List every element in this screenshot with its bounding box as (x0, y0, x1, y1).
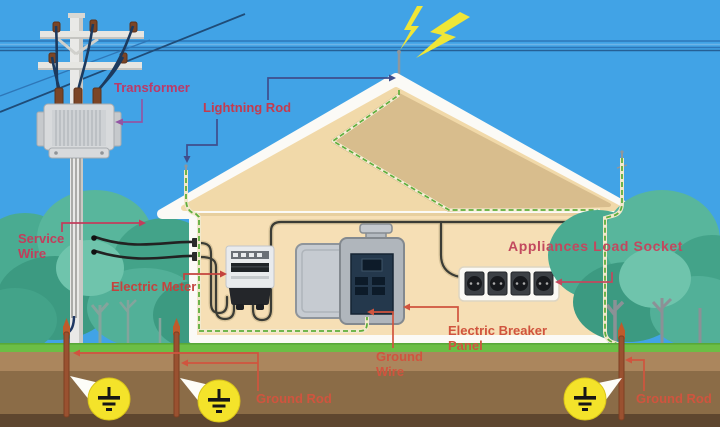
electric-breaker-panel-label: Electric Breaker Panel (448, 323, 548, 354)
power-lines (0, 13, 720, 113)
power-socket-icon (464, 271, 554, 296)
ground-rod-1 (63, 318, 70, 418)
electric-meter-device (225, 245, 275, 310)
lightning-rod-label: Lightning Rod (203, 100, 292, 115)
electric-meter-pointer-line (183, 270, 227, 280)
appliances-socket-strip (458, 266, 560, 302)
house (157, 73, 643, 343)
transformer-pointer-line (115, 99, 143, 126)
ground-rod-pointer-lines-left (73, 349, 259, 391)
ground-rod-3 (618, 322, 625, 421)
service-wire-pointer-line (61, 219, 146, 232)
ground-rod-label-right: Ground Rod (636, 391, 712, 406)
electric-meter-label: Electric Meter (111, 279, 197, 294)
breakers (355, 277, 385, 295)
breaker-panel-pointer-line (403, 303, 459, 322)
transformer-device (36, 87, 122, 159)
earth-ground-symbol-3 (563, 377, 622, 421)
service-wires (91, 235, 194, 260)
service-wire-label: Service Wire (18, 231, 65, 262)
ground-wire-label: Ground Wire (376, 349, 423, 380)
ground-wire-right (603, 158, 624, 347)
ground-wire-pointer-line (367, 308, 394, 348)
ground-wire-left (184, 170, 201, 331)
electric-breaker-panel-device (295, 237, 405, 325)
ground-rod-pointer-line-right (625, 356, 645, 391)
lightning-rod-pointer-lines (183, 74, 396, 163)
ground-rod-2 (173, 318, 180, 418)
earth-ground-symbol-1 (70, 376, 131, 421)
utility-pole (36, 13, 144, 346)
socket-pointer-line (555, 272, 613, 286)
main-breaker (361, 258, 383, 272)
lightning-bolt-icon (400, 6, 470, 58)
transformer-label: Transformer (114, 80, 190, 95)
appliances-load-socket-label: Appliances Load Socket (508, 238, 684, 254)
earth-ground-symbol-2 (180, 378, 241, 423)
ground-wire-bottom (199, 317, 369, 333)
ground-rod-label-left: Ground Rod (256, 391, 332, 406)
